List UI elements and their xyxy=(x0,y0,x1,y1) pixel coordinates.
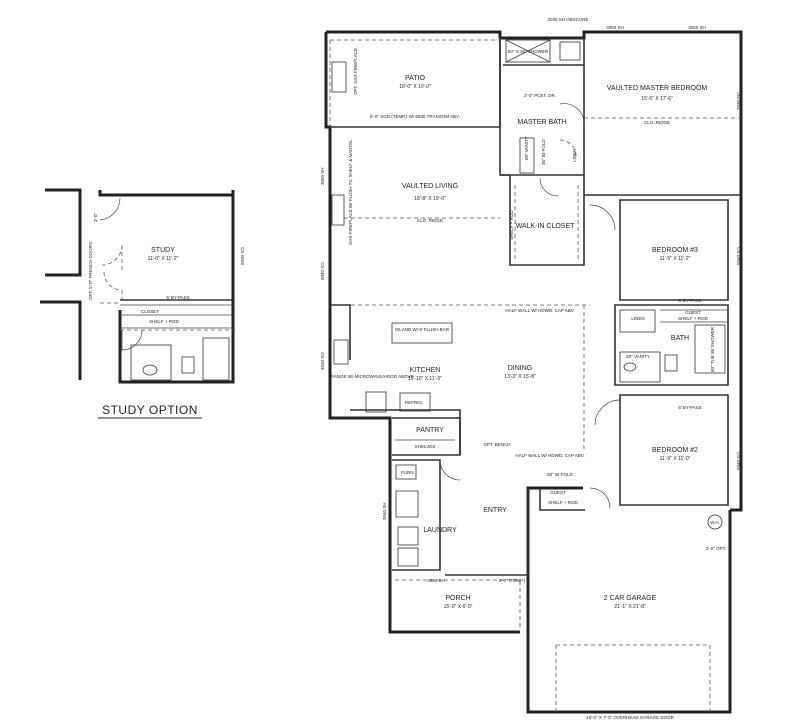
exterior-walls xyxy=(324,30,743,714)
study-option-caption: STUDY OPTION xyxy=(102,403,198,417)
pantry-title: PANTRY xyxy=(416,427,444,434)
bedroom2-title: BEDROOM #2 xyxy=(652,447,698,454)
bath-tub: 60" TUB W/ SHOWER xyxy=(710,326,715,372)
bedroom3-size: 11'-5" X 11'-2" xyxy=(660,256,691,262)
master-bath-title: MASTER BATH xyxy=(517,119,566,126)
half-wall-top: HALF WALL W/ HDWD. CAP ABV. xyxy=(505,308,574,313)
living-ceiling: CLG. RIDGE xyxy=(417,218,443,223)
window-master-top-a: 2030 SH OBSCURE xyxy=(547,17,588,22)
study-option-inset: STUDY 11'-0" X 11'-2" 5' BY-PASS CLOSET … xyxy=(40,188,245,419)
window-labels: 2030 SH OBSCURE 3050 SH 3050 SH 3040 SH … xyxy=(320,17,741,583)
bedroom-2: BEDROOM #2 11'-9" X 11'-0" 5' BY-PASS xyxy=(594,394,729,506)
garage: W.H. 2 CAR GARAGE 21'-1" X 21'-8" 16'-0"… xyxy=(555,514,726,720)
walk-in-closet-title: WALK-IN CLOSET xyxy=(516,223,576,230)
refrig-label: REFRIG. xyxy=(405,400,423,405)
range-label: RANGE W/ MICROWAVE/HOOD ABOVE xyxy=(330,374,413,379)
master-bedroom-title: VAULTED MASTER BEDROOM xyxy=(607,85,708,92)
study-window: 5030 XO xyxy=(240,247,245,265)
bath-shelf-rod: SHELF + ROD xyxy=(678,316,708,321)
master-shower: 60" X 36" SHOWER xyxy=(508,49,549,54)
study-shelf-rod: SHELF + ROD xyxy=(149,319,179,324)
bedroom2-by-pass: 5' BY-PASS xyxy=(678,405,701,410)
bath-vanity: 60" VANITY xyxy=(626,354,650,359)
garage-opt-door: 3'-0" OPT. xyxy=(706,546,726,551)
hall-bath: BATH LINEN 60" VANITY 60" TUB W/ SHOWER … xyxy=(614,304,729,386)
window-master-top-c: 3050 SH xyxy=(688,25,706,30)
window-master-top-b: 3050 SH xyxy=(606,25,624,30)
guest-closet: GUEST xyxy=(550,490,566,495)
kitchen-title: KITCHEN xyxy=(410,367,441,374)
bedroom3-by-pass: 5' BY-PASS xyxy=(678,298,701,303)
bedroom3-title: BEDROOM #3 xyxy=(652,247,698,254)
patio-opt-fireplace: OPT. GAS FIREPLACE xyxy=(353,48,358,95)
window-laundry: 3040 SH xyxy=(382,502,387,520)
study-by-pass: 5' BY-PASS xyxy=(166,295,189,300)
master-bedroom-size: 15'-5" X 17'-6" xyxy=(641,96,673,102)
furnace-label: FURN. xyxy=(401,470,415,475)
window-porch: 3040 SH xyxy=(427,578,445,583)
master-vanity: 60" VANITY xyxy=(524,136,529,160)
entry-title: ENTRY xyxy=(483,507,507,514)
patio: PATIO 18'-0" X 10'-0" 5'-0" SGD (TEMP.) … xyxy=(329,35,501,128)
dining-title: DINING xyxy=(508,365,533,372)
bath-title: BATH xyxy=(671,335,689,342)
master-suite: VAULTED MASTER BEDROOM 15'-5" X 17'-6" C… xyxy=(499,38,741,266)
kitchen-size: 11'-10" X 11'-3" xyxy=(408,376,442,382)
window-living-upper: 3050 SH xyxy=(320,167,325,185)
bedroom-3: BEDROOM #3 11'-5" X 11'-2" 5' BY-PASS xyxy=(589,199,729,303)
dining-size: 13'-3" X 15'-8" xyxy=(504,374,536,380)
study-size: 11'-0" X 11'-2" xyxy=(148,256,179,262)
window-living-side: 5040 XO xyxy=(320,262,325,280)
bath-linen: LINEN xyxy=(631,316,644,321)
living-room: VAULTED LIVING 18'-8" X 19'-0" CLG. RIDG… xyxy=(330,139,590,306)
porch-size: 15'-0" X 6'-0" xyxy=(444,604,473,610)
porch-title: PORCH xyxy=(445,595,470,602)
kitchen-dining: ISLAND W/ 9' FLUSH BAR KITCHEN 11'-10" X… xyxy=(330,304,585,458)
bedroom2-size: 11'-9" X 11'-0" xyxy=(660,456,691,462)
garage-door-label: 16'-0" X 7'-0" OVERHEAD GARAGE DOOR xyxy=(586,715,674,720)
living-title: VAULTED LIVING xyxy=(402,183,458,190)
study-french-doors: OPT. 5'-0" FRENCH DOORS xyxy=(88,242,93,300)
entry-shelf-rod: SHELF + ROD xyxy=(548,500,578,505)
master-linen: LINEN xyxy=(572,149,577,162)
study-door-note: 3'-0" xyxy=(93,213,98,222)
pantry-laundry-entry: PANTRY SHELVES OPT. BENCH FURN. LAUNDRY … xyxy=(392,417,611,576)
master-ceiling: CLG. RIDGE xyxy=(644,120,670,125)
master-bifold: 36" BI-FOLD xyxy=(541,139,546,165)
half-wall-bottom: HALF WALL W/ HDWD. CAP ABV. xyxy=(515,453,584,458)
window-master-side: 2030 FIC xyxy=(736,91,741,110)
guest-bifold: 60" BI-FOLD xyxy=(547,472,573,477)
master-pocket-door: 2'-0" PCKT. DR. xyxy=(524,93,556,98)
window-dining: 4040 XO xyxy=(320,352,325,370)
wic-shelf-rod: SHELF + ROD xyxy=(509,210,514,240)
window-bed2: 5040 XO xyxy=(736,452,741,470)
patio-size: 18'-0" X 10'-0" xyxy=(399,84,431,90)
garage-size: 21'-1" X 21'-8" xyxy=(614,604,646,610)
window-entry-door: 3'-0" (TEMP.) xyxy=(499,578,526,583)
shelves-label: SHELVES xyxy=(415,444,435,449)
living-media-note: GAS FIREPLACE W/ FLUSH TV, SHELF & MANTE… xyxy=(348,139,353,245)
bath-guest: GUEST xyxy=(685,310,701,315)
opt-bench: OPT. BENCH xyxy=(483,442,510,447)
water-heater-label: W.H. xyxy=(710,520,720,525)
study-title: STUDY xyxy=(151,247,175,254)
patio-door-note: 5'-0" SGD (TEMP.) W/ 5030 TRANSOM ABV. xyxy=(370,114,460,119)
study-closet-label: CLOSET xyxy=(141,309,159,314)
island-label: ISLAND W/ 9' FLUSH BAR xyxy=(395,327,450,332)
living-size: 18'-8" X 19'-0" xyxy=(414,196,446,202)
garage-title: 2 CAR GARAGE xyxy=(604,595,657,602)
porch: PORCH 15'-0" X 6'-0" xyxy=(395,579,521,630)
patio-title: PATIO xyxy=(405,75,426,82)
laundry-title: LAUNDRY xyxy=(423,527,457,534)
window-bed3: 5040 XO xyxy=(736,247,741,265)
